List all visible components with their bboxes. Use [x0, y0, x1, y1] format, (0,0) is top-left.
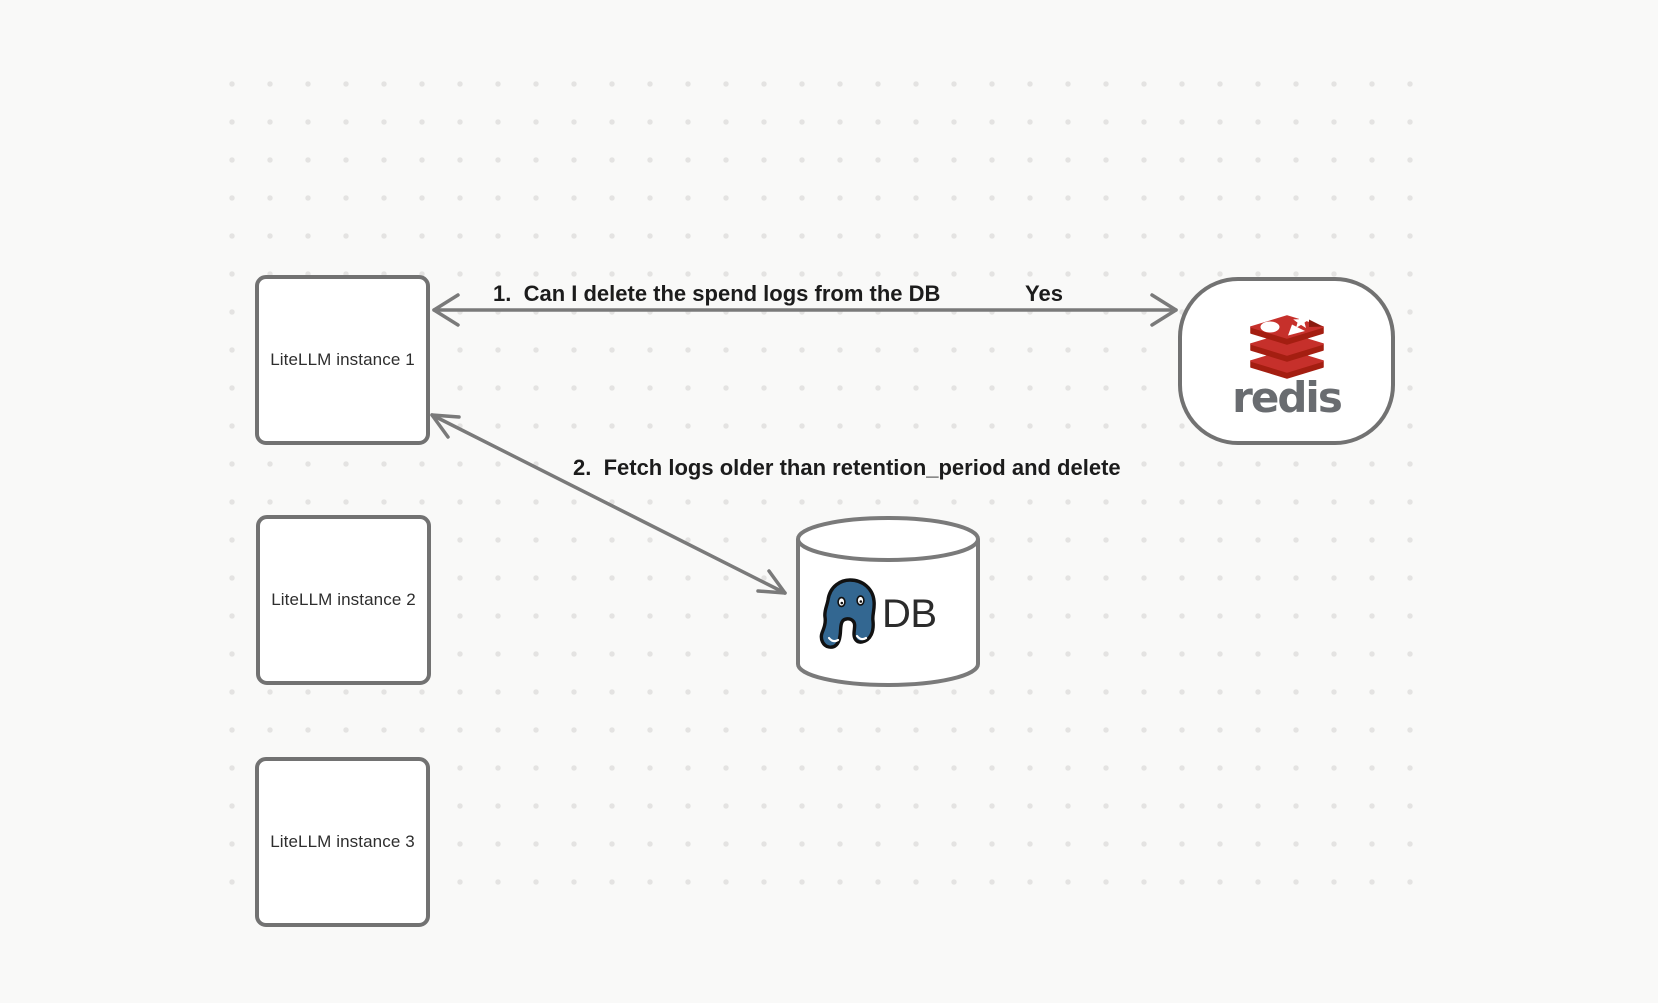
node-database[interactable]: DB: [796, 516, 980, 692]
arrow-instance1-redis[interactable]: [432, 293, 1178, 327]
arrowhead-right-icon: [1150, 293, 1178, 327]
triangle-icon: [1287, 324, 1305, 336]
redis-wordmark: redis: [1232, 373, 1343, 422]
edge1-response-label[interactable]: Yes: [1020, 281, 1068, 307]
node-label: LiteLLM instance 2: [271, 590, 416, 609]
node-litellm-instance-2[interactable]: LiteLLM instance 2: [256, 515, 431, 685]
arrowhead-upper-icon: [430, 413, 461, 439]
arrow-instance1-db[interactable]: [430, 413, 787, 595]
node-litellm-instance-1[interactable]: LiteLLM instance 1: [255, 275, 430, 445]
db-label: DB: [882, 592, 937, 636]
arrowhead-lower-icon: [756, 569, 787, 595]
database-cylinder-icon: [796, 516, 980, 687]
arrowhead-left-icon: [432, 293, 460, 327]
postgresql-elephant-icon: [819, 578, 876, 649]
node-label: LiteLLM instance 3: [270, 832, 415, 851]
star-icon: [1292, 315, 1309, 328]
node-label: LiteLLM instance 1: [270, 350, 415, 369]
node-litellm-instance-3[interactable]: LiteLLM instance 3: [255, 757, 430, 927]
node-redis[interactable]: redis: [1178, 277, 1395, 445]
edge1-label[interactable]: 1. Can I delete the spend logs from the …: [488, 281, 946, 307]
edge2-label[interactable]: 2. Fetch logs older than retention_perio…: [568, 455, 1126, 481]
redis-logo-icon: [1249, 315, 1324, 379]
